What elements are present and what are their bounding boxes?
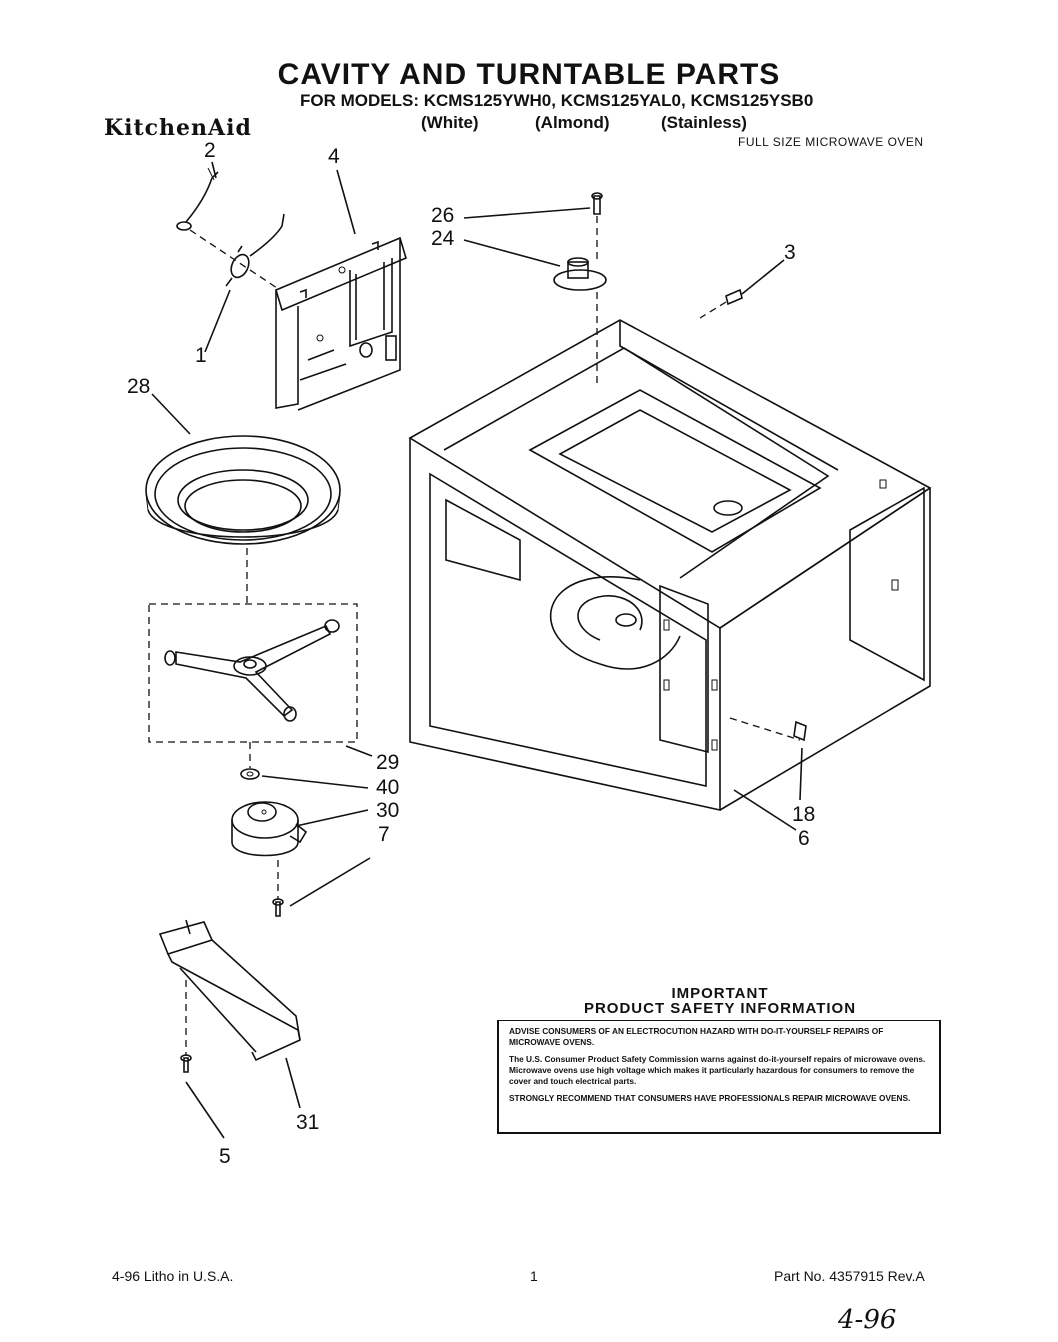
part-29-roller-support xyxy=(148,548,358,768)
callout-31: 31 xyxy=(296,1111,320,1134)
callout-30: 30 xyxy=(376,799,400,822)
footer-page-number: 1 xyxy=(530,1268,538,1284)
safety-heading-important: IMPORTANT xyxy=(671,985,769,1002)
part-40-coupler xyxy=(240,768,260,780)
part-26-screw xyxy=(591,192,603,262)
callout-5: 5 xyxy=(219,1145,231,1168)
callout-29: 29 xyxy=(376,751,400,774)
callout-40: 40 xyxy=(376,776,400,799)
part-2-wire-lead xyxy=(176,167,219,231)
part-7-screw xyxy=(272,898,284,917)
callout-6: 6 xyxy=(798,827,810,850)
color-white: (White) xyxy=(421,113,479,132)
model-list: FOR MODELS: KCMS125YWH0, KCMS125YAL0, KC… xyxy=(300,91,814,110)
part-4-bracket xyxy=(275,236,407,411)
callout-2: 2 xyxy=(204,139,216,162)
color-stainless: (Stainless) xyxy=(661,113,747,132)
callout-28: 28 xyxy=(127,375,151,398)
footer-litho: 4-96 Litho in U.S.A. xyxy=(112,1268,234,1284)
safety-notice-box: ADVISE CONSUMERS OF AN ELECTROCUTION HAZ… xyxy=(497,1020,941,1134)
page-title: CAVITY AND TURNTABLE PARTS xyxy=(277,58,781,91)
part-6-oven-cavity xyxy=(408,319,932,811)
part-28-tray xyxy=(145,435,341,545)
callout-3: 3 xyxy=(784,241,796,264)
safety-paragraph-1: ADVISE CONSUMERS OF AN ELECTROCUTION HAZ… xyxy=(509,1026,884,1047)
color-almond: (Almond) xyxy=(535,113,610,132)
part-31-duct-cover xyxy=(158,919,301,1062)
leader-lines xyxy=(151,161,803,1139)
part-5-screw xyxy=(180,1054,192,1073)
callout-1: 1 xyxy=(195,344,207,367)
part-18-screw xyxy=(793,720,807,742)
part-1-switch xyxy=(189,213,285,291)
safety-heading-info: PRODUCT SAFETY INFORMATION xyxy=(583,1000,857,1017)
safety-paragraph-2: The U.S. Consumer Product Safety Commiss… xyxy=(509,1054,926,1086)
footer-part-number: Part No. 4357915 Rev.A xyxy=(774,1268,925,1284)
callout-7: 7 xyxy=(378,823,390,846)
callout-26: 26 xyxy=(431,204,455,227)
page-subtitle: FULL SIZE MICROWAVE OVEN xyxy=(738,135,924,149)
part-30-motor xyxy=(231,801,308,900)
part-3-screw xyxy=(699,288,743,319)
safety-paragraph-3: STRONGLY RECOMMEND THAT CONSUMERS HAVE P… xyxy=(509,1093,911,1103)
brand-logo: KitchenAid xyxy=(104,115,252,141)
callout-18: 18 xyxy=(792,803,816,826)
handwritten-date: 4-96 xyxy=(838,1305,897,1335)
callout-24: 24 xyxy=(431,227,455,250)
part-24-thermostat xyxy=(553,257,607,388)
callout-4: 4 xyxy=(328,145,340,168)
